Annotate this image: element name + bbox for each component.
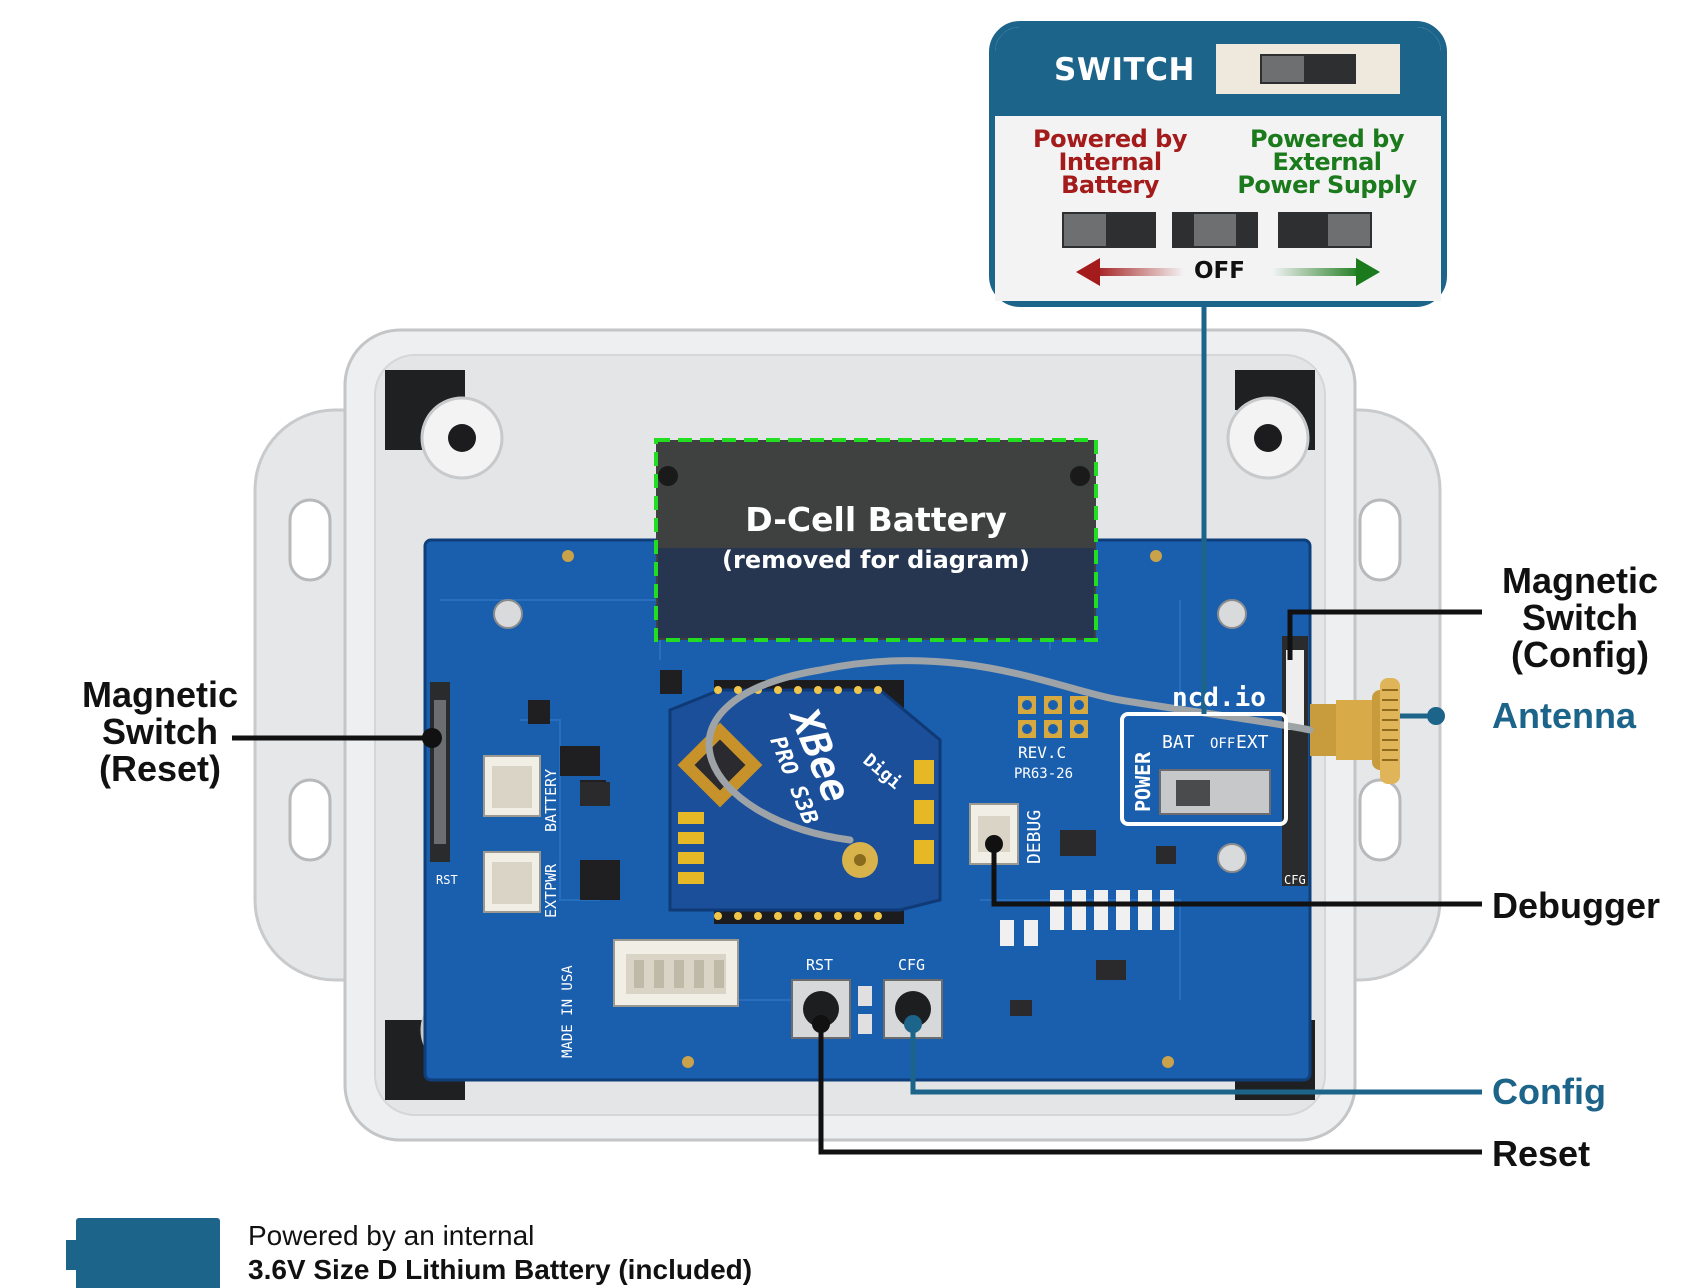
board-extpwr-conn: EXTPWR: [542, 863, 560, 918]
callout-antenna: Antenna: [1492, 695, 1636, 736]
mount-slot-left-bottom: [288, 778, 332, 862]
switch-pos-off: [1172, 212, 1258, 248]
board-screws: [493, 599, 1247, 873]
callout-debugger: Debugger: [1492, 885, 1661, 926]
callout-mag-reset: Magnetic Switch (Reset): [60, 676, 260, 787]
switch-box-title: SWITCH: [1054, 52, 1195, 88]
callout-mag-config-l1: Magnetic: [1501, 560, 1659, 601]
battery-title: D-Cell Battery: [745, 500, 1007, 539]
switch-option-external-l2: External: [1272, 148, 1382, 176]
board-rev: REV.C: [1018, 743, 1066, 762]
callout-mag-reset-l3: (Reset): [98, 748, 222, 789]
callout-line-mag-config: [1287, 609, 1482, 660]
legend-line-1: Powered by an internal: [248, 1220, 535, 1251]
mount-slot-right-top: [1358, 498, 1402, 582]
mount-slot-right-bottom: [1358, 778, 1402, 862]
board-rst-btn: RST: [806, 956, 833, 974]
switch-pos-right: [1278, 212, 1372, 248]
switch-option-external: Powered by External Power Supply: [1224, 125, 1430, 199]
antenna-connector: [1310, 678, 1400, 784]
board-debug: DEBUG: [1024, 810, 1045, 864]
extpwr-connector: [483, 851, 541, 913]
board-part: PR63-26: [1014, 766, 1073, 782]
switch-option-internal-l2: Internal: [1058, 148, 1162, 176]
callout-line-reset: [818, 1024, 1482, 1155]
callout-mag-reset-l1: Magnetic: [81, 674, 239, 715]
board-bat-label: BAT: [1162, 732, 1195, 753]
switch-option-internal: Powered by Internal Battery: [1010, 125, 1210, 199]
battery-connector: [483, 755, 541, 817]
callout-mag-reset-l2: Switch: [101, 711, 218, 752]
board-rst-side: RST: [436, 873, 458, 887]
antenna-cable: [705, 657, 1314, 844]
switch-option-external-l1: Powered by: [1250, 125, 1405, 153]
switch-off-label: OFF: [1194, 258, 1245, 284]
battery-subtitle: (removed for diagram): [722, 546, 1030, 574]
board-off-label: OFF: [1210, 736, 1235, 752]
callout-line-config: [910, 1024, 1482, 1095]
mount-slot-left-top: [288, 498, 332, 582]
board-cfg-side: CFG: [1284, 873, 1306, 887]
board-cfg-btn: CFG: [898, 956, 925, 974]
board-power-label: POWER: [1131, 751, 1155, 812]
callout-line-debugger: [991, 844, 1482, 907]
callout-reset: Reset: [1492, 1133, 1591, 1174]
callout-mag-config-l2: Switch: [1521, 597, 1638, 638]
switch-option-internal-l1: Powered by: [1033, 125, 1188, 153]
xbee-module: [668, 680, 942, 924]
switch-option-internal-l3: Battery: [1061, 171, 1159, 199]
callout-mag-config: Magnetic Switch (Config): [1480, 562, 1680, 673]
board-brand: ncd.io: [1172, 683, 1266, 713]
legend-line-2: 3.6V Size D Lithium Battery (included): [248, 1254, 753, 1285]
i2c-connector: [613, 939, 739, 1007]
switch-pos-left: [1062, 212, 1156, 248]
arrow-left-red: [1076, 258, 1184, 286]
board-made-in: MADE IN USA: [560, 965, 576, 1058]
board-battery-conn: BATTERY: [542, 769, 560, 832]
arrow-right-green: [1272, 258, 1380, 286]
callout-mag-config-l3: (Config): [1511, 634, 1649, 675]
legend-battery-icon: [66, 1218, 220, 1288]
corner-dark-tl: [385, 370, 465, 450]
callout-config: Config: [1492, 1071, 1606, 1112]
switch-option-external-l3: Power Supply: [1237, 171, 1417, 199]
board-ext-label: EXT: [1236, 732, 1269, 753]
